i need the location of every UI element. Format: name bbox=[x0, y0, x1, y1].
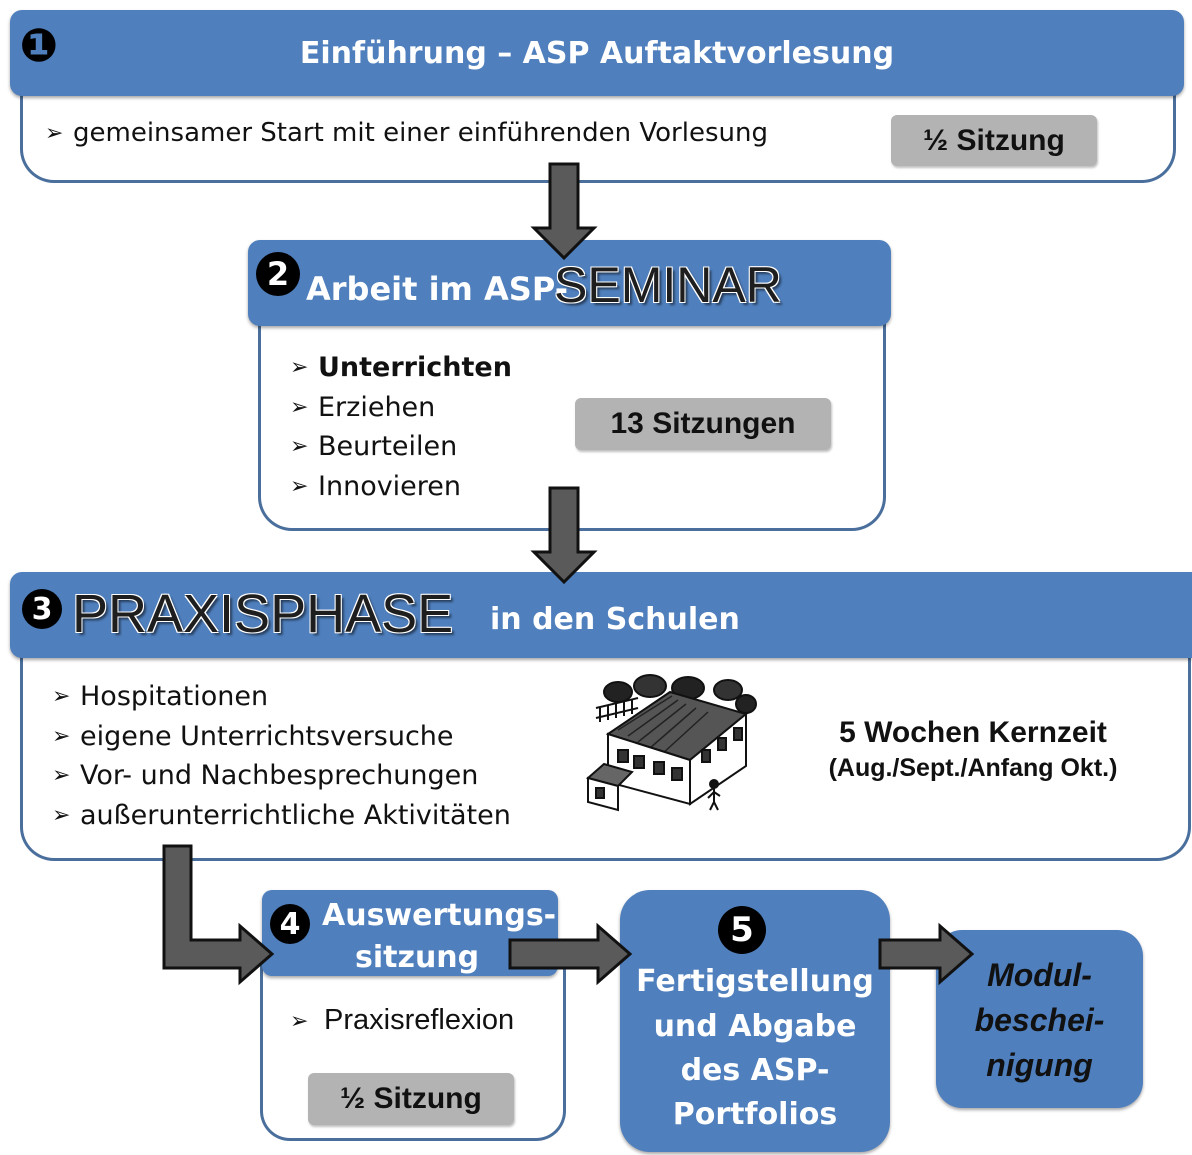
bullet-arrow-icon: ➢ bbox=[52, 684, 71, 709]
bullet-arrow-icon: ➢ bbox=[52, 723, 71, 749]
final-line-3: nigung bbox=[986, 1047, 1093, 1083]
step3-duration: 5 Wochen Kernzeit bbox=[839, 716, 1107, 749]
step4-number-badge: 4 bbox=[270, 904, 310, 944]
step3-bullet-list: ➢ Hospitationen ➢ eigene Unterrichtsvers… bbox=[52, 677, 511, 835]
list-item: ➢ Beurteilen bbox=[290, 427, 512, 467]
step1-bullet-list: ➢ gemeinsamer Start mit einer einführend… bbox=[45, 118, 768, 148]
right-arrow-icon bbox=[878, 922, 975, 986]
list-item: ➢ Praxisreflexion bbox=[290, 1004, 514, 1037]
step3-header bbox=[10, 572, 1192, 658]
step5-line-1: Fertigstellung bbox=[636, 964, 874, 999]
list-item: ➢ außerunterrichtliche Aktivitäten bbox=[52, 796, 511, 836]
step1-title: Einführung – ASP Auftaktvorlesung bbox=[299, 36, 895, 71]
step1-duration-badge: ½ Sitzung bbox=[891, 115, 1097, 166]
step3-period: (Aug./Sept./Anfang Okt.) bbox=[828, 754, 1118, 782]
step1-number-badge: ❶ bbox=[18, 18, 60, 72]
final-box bbox=[936, 930, 1143, 1108]
list-item-label: außerunterrichtliche Aktivitäten bbox=[80, 799, 511, 831]
bullet-arrow-icon: ➢ bbox=[290, 355, 309, 380]
step4-bullet-list: ➢ Praxisreflexion bbox=[290, 1004, 514, 1037]
final-line-2: beschei- bbox=[974, 1002, 1105, 1038]
step4-title-line1: Auswertungs- bbox=[322, 898, 557, 933]
list-item: ➢ Erziehen bbox=[290, 388, 512, 428]
list-item: ➢ Hospitationen bbox=[52, 677, 511, 717]
right-arrow-icon bbox=[162, 844, 275, 986]
bullet-arrow-icon: ➢ bbox=[290, 394, 309, 420]
down-arrow-icon bbox=[530, 486, 598, 585]
step5-line-4: Portfolios bbox=[672, 1097, 838, 1132]
list-item-label: Unterrichten bbox=[318, 352, 512, 383]
step2-number-badge: 2 bbox=[256, 252, 300, 296]
list-item-label: Innovieren bbox=[318, 470, 462, 502]
bullet-arrow-icon: ➢ bbox=[290, 1007, 309, 1033]
step2-title-seminar: SEMINAR bbox=[554, 257, 782, 313]
list-item-label: gemeinsamer Start mit einer einführenden… bbox=[73, 118, 768, 148]
list-item-label: Hospitationen bbox=[80, 681, 269, 712]
step3-title-suffix: in den Schulen bbox=[490, 602, 740, 637]
step4-title-line2: sitzung bbox=[355, 940, 480, 975]
step4-duration-badge: ½ Sitzung bbox=[308, 1073, 514, 1125]
step3-number: 3 bbox=[31, 591, 53, 627]
bullet-arrow-icon: ➢ bbox=[290, 473, 309, 499]
list-item-label: Erziehen bbox=[318, 391, 436, 423]
list-item: ➢ Unterrichten bbox=[290, 348, 512, 388]
list-item: ➢ gemeinsamer Start mit einer einführend… bbox=[45, 118, 768, 148]
bullet-arrow-icon: ➢ bbox=[52, 763, 71, 788]
step5-line-3: des ASP- bbox=[680, 1053, 830, 1088]
step5-number: 5 bbox=[730, 910, 754, 950]
down-arrow-icon bbox=[530, 162, 598, 261]
step3-content-box bbox=[20, 640, 1191, 861]
step4-number: 4 bbox=[279, 906, 301, 942]
list-item: ➢ Vor- und Nachbesprechungen bbox=[52, 756, 511, 796]
list-item-label: Beurteilen bbox=[318, 431, 458, 462]
list-item: ➢ eigene Unterrichtsversuche bbox=[52, 717, 511, 757]
bullet-arrow-icon: ➢ bbox=[45, 120, 64, 146]
final-line-1: Modul- bbox=[987, 957, 1092, 993]
step2-duration-badge: 13 Sitzungen bbox=[575, 398, 831, 450]
step2-bullet-list: ➢ Unterrichten ➢ Erziehen ➢ Beurteilen ➢… bbox=[290, 348, 512, 506]
bullet-arrow-icon: ➢ bbox=[290, 434, 309, 459]
bullet-arrow-icon: ➢ bbox=[52, 802, 71, 828]
step2-number: 2 bbox=[266, 255, 290, 293]
school-house-illustration bbox=[585, 674, 757, 812]
list-item: ➢ Innovieren bbox=[290, 467, 512, 507]
list-item-label: Praxisreflexion bbox=[324, 1004, 515, 1036]
step3-title-praxisphase: PRAXISPHASE bbox=[72, 584, 454, 644]
step3-number-badge: 3 bbox=[22, 589, 62, 629]
step2-title-prefix: Arbeit im ASP- bbox=[306, 270, 568, 308]
step1-header bbox=[10, 10, 1184, 96]
list-item-label: Vor- und Nachbesprechungen bbox=[80, 760, 479, 791]
right-arrow-icon bbox=[508, 922, 633, 986]
step5-line-2: und Abgabe bbox=[653, 1009, 857, 1044]
step1-number: ❶ bbox=[19, 18, 59, 72]
list-item-label: eigene Unterrichtsversuche bbox=[80, 720, 454, 752]
step5-number-badge: 5 bbox=[718, 906, 766, 954]
